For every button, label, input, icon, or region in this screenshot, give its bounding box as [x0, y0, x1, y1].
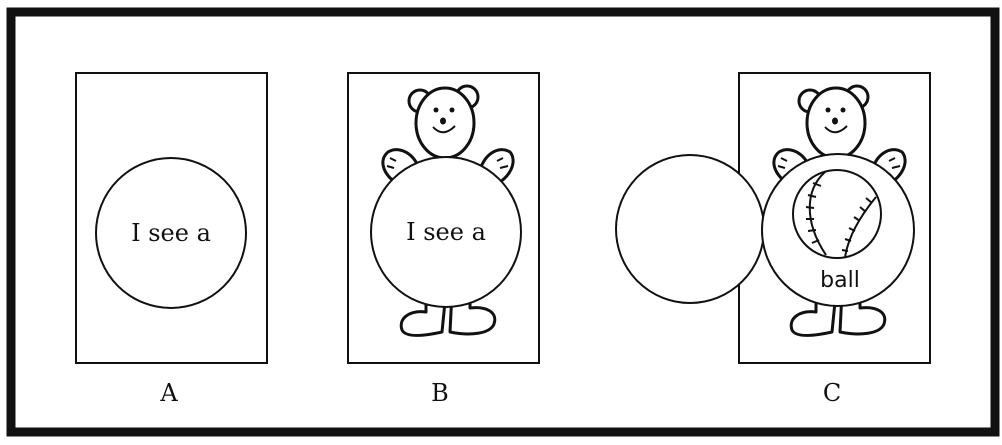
panel-a: I see a A [76, 73, 267, 407]
panel-c-circle-text: ball [820, 268, 860, 293]
panel-b-circle-text: I see a [406, 218, 486, 246]
baseball-icon [793, 170, 881, 258]
panel-a-circle-text: I see a [131, 219, 211, 247]
panel-a-label: A [159, 379, 178, 407]
panel-b-label: B [431, 379, 449, 407]
panel-b: I see a B [348, 73, 539, 407]
panel-c-label: C [823, 379, 841, 407]
panel-c-flap-circle [616, 155, 764, 303]
